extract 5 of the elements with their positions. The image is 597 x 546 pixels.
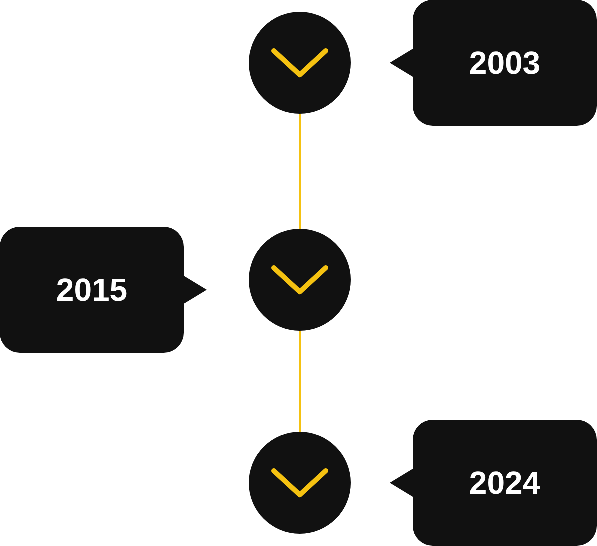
year-label: 2003 [469, 44, 541, 83]
timeline-connector [299, 331, 301, 432]
year-label: 2024 [469, 464, 541, 503]
timeline-connector [299, 114, 301, 229]
year-label: 2015 [56, 271, 128, 310]
